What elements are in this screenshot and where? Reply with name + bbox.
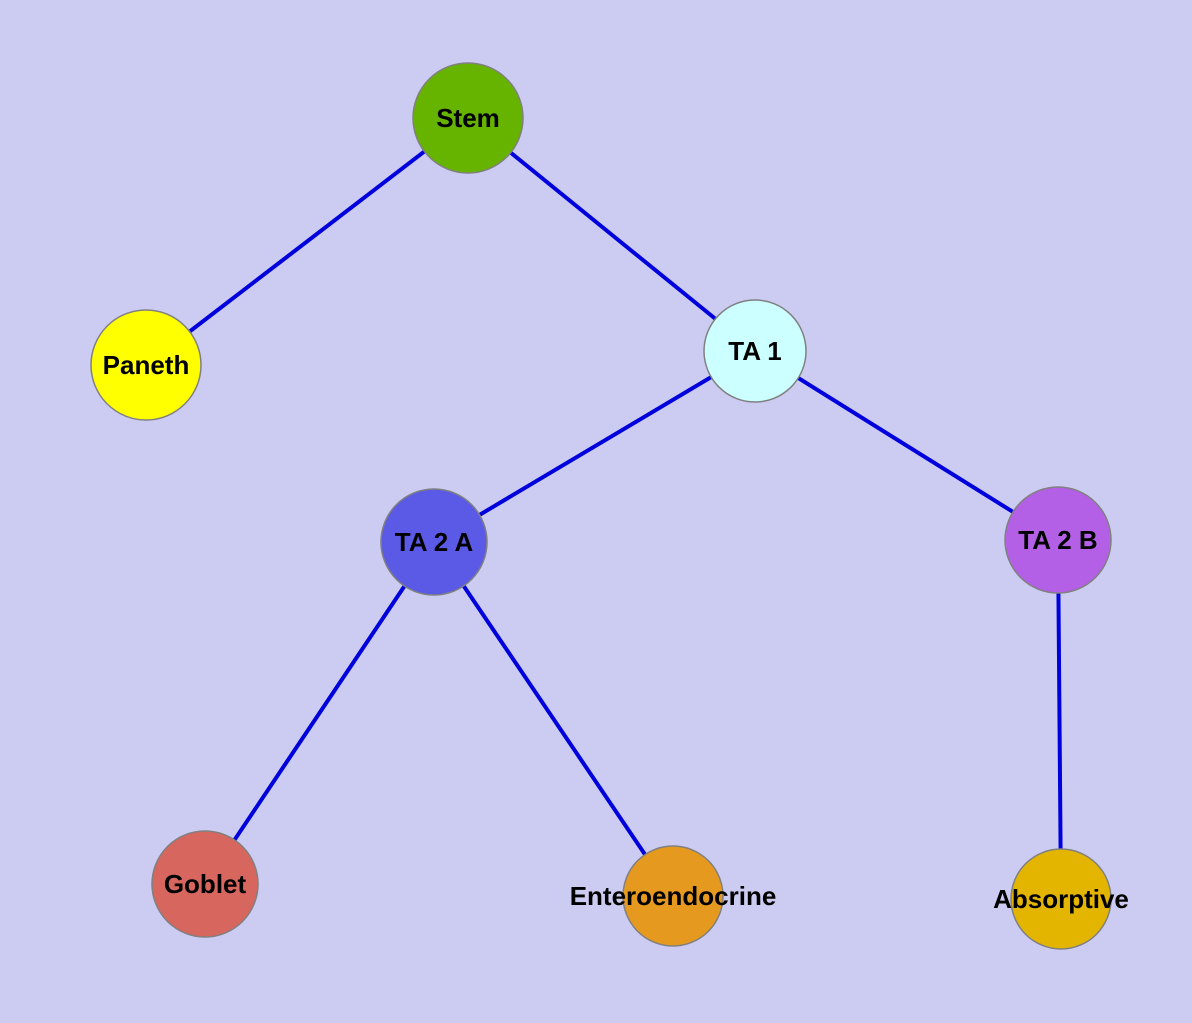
edge-ta2b-absorptive [1056, 539, 1063, 900]
node-goblet[interactable]: Goblet [151, 830, 259, 938]
edge-ta1-ta2a [432, 349, 757, 544]
node-circle-goblet[interactable] [151, 830, 259, 938]
edge-stem-ta1 [466, 116, 757, 353]
edge-ta2a-goblet [203, 540, 436, 886]
node-ta2b[interactable]: TA 2 B [1004, 486, 1112, 594]
node-paneth[interactable]: Paneth [90, 309, 202, 421]
node-circle-ta2b[interactable] [1004, 486, 1112, 594]
node-enteroendocrine[interactable]: Enteroendocrine [570, 845, 777, 947]
node-stem[interactable]: Stem [412, 62, 524, 174]
node-circle-stem[interactable] [412, 62, 524, 174]
node-ta2a[interactable]: TA 2 A [380, 488, 488, 596]
node-circle-paneth[interactable] [90, 309, 202, 421]
node-absorptive[interactable]: Absorptive [993, 848, 1129, 950]
edge-ta1-ta2b [753, 349, 1060, 542]
edge-stem-paneth [144, 116, 470, 367]
node-ta1[interactable]: TA 1 [703, 299, 807, 403]
node-circle-enteroendocrine[interactable] [622, 845, 724, 947]
node-circle-absorptive[interactable] [1010, 848, 1112, 950]
node-circle-ta2a[interactable] [380, 488, 488, 596]
node-circle-ta1[interactable] [703, 299, 807, 403]
edge-ta2a-enteroendocrine [432, 540, 675, 898]
